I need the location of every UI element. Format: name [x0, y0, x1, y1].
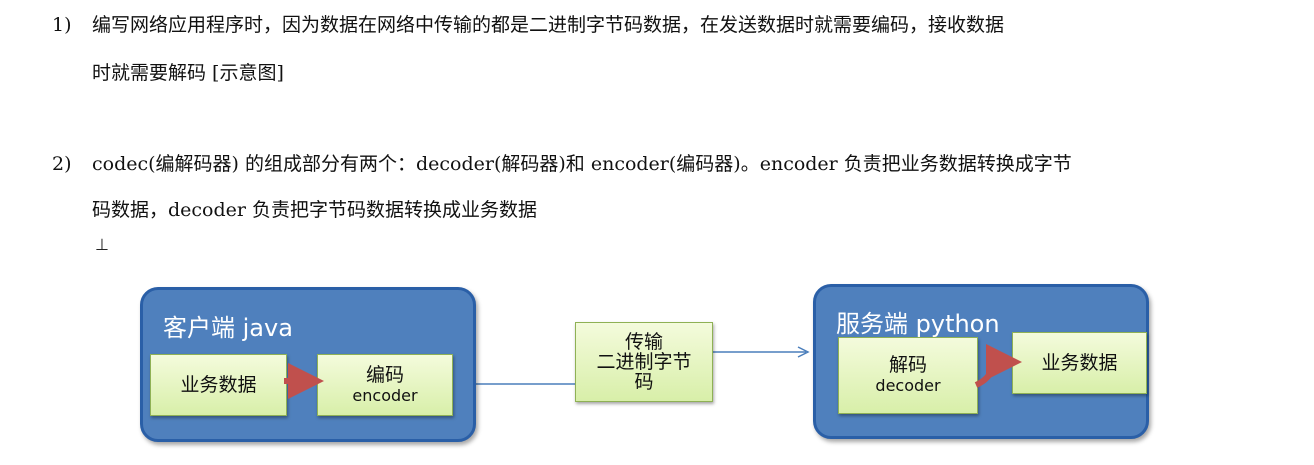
decoder-subtitle: decoder [875, 376, 941, 395]
business-data-label: 业务数据 [180, 373, 257, 396]
transport-line: 传输 [624, 331, 663, 353]
transport-box: 传输 二进制字节 码 [575, 322, 713, 402]
decoder-box: 解码 decoder [838, 337, 978, 414]
transport-line: 二进制字节 [596, 351, 692, 373]
item-text-line: codec(编解码器) 的组成部分有两个：decoder(解码器)和 encod… [92, 153, 1072, 175]
item-text-line: 时就需要解码 [示意图] [92, 62, 284, 84]
client-business-data-box: 业务数据 [150, 354, 287, 416]
item-text-line: 码数据，decoder 负责把字节码数据转换成业务数据 [92, 199, 538, 221]
item-number: 2) [52, 153, 72, 175]
transport-line: 码 [634, 371, 654, 393]
decoder-title: 解码 [888, 354, 927, 376]
business-data-label: 业务数据 [1041, 351, 1118, 374]
encoder-box: 编码 encoder [317, 354, 453, 416]
client-panel-title: 客户端 java [163, 314, 293, 342]
text-cursor-glyph: ⊥ [95, 235, 109, 254]
encoder-subtitle: encoder [352, 385, 418, 405]
item-number: 1) [52, 14, 72, 36]
item-text-line: 编写网络应用程序时，因为数据在网络中传输的都是二进制字节码数据，在发送数据时就需… [92, 14, 1005, 36]
server-business-data-box: 业务数据 [1012, 332, 1147, 394]
server-panel: 服务端 python 解码 decoder 业务数据 [813, 284, 1149, 439]
curved-arrow-icon [974, 344, 1022, 388]
server-panel-title: 服务端 python [836, 310, 1000, 338]
encoder-title: 编码 [365, 363, 404, 386]
arrowhead-icon [797, 346, 810, 358]
